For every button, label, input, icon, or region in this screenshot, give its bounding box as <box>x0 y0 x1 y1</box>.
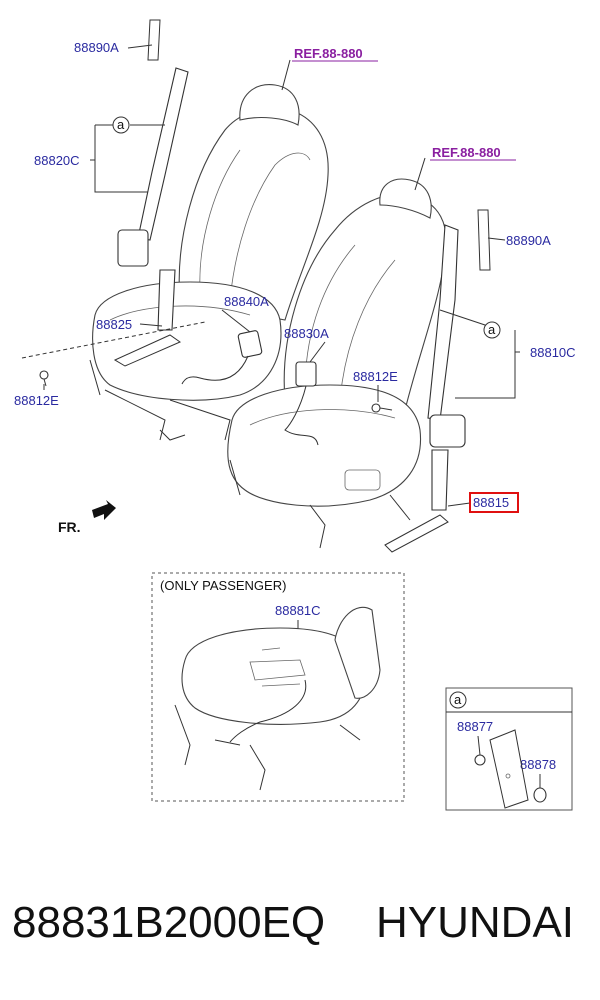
right-seat-belt <box>384 209 491 553</box>
label-88830A[interactable]: 88830A <box>284 326 329 341</box>
callout-a-3: a <box>454 692 462 707</box>
caption-brand: HYUNDAI <box>376 898 575 947</box>
label-88890A-left[interactable]: 88890A <box>74 40 119 55</box>
label-fr: FR. <box>58 519 81 535</box>
left-seat <box>89 84 329 441</box>
inset-passenger-title: (ONLY PASSENGER) <box>160 578 286 593</box>
left-seat-belt <box>113 19 189 367</box>
bolt-right <box>371 403 393 413</box>
left-buckle <box>181 330 263 385</box>
ref-right[interactable]: REF.88-880 <box>432 145 501 160</box>
label-88820C[interactable]: 88820C <box>34 153 80 168</box>
highlight-box-88815 <box>469 492 519 513</box>
inset-passenger: (ONLY PASSENGER) 88881C <box>151 572 405 802</box>
callout-a-1: a <box>117 117 125 132</box>
caption-part-number: 88831B2000EQ <box>12 898 326 947</box>
callout-a-2: a <box>488 322 496 337</box>
label-88825[interactable]: 88825 <box>96 317 132 332</box>
inset-detail-a: a 88877 88878 <box>445 687 573 811</box>
label-88815[interactable]: 88815 <box>473 495 509 510</box>
label-88890A-right[interactable]: 88890A <box>506 233 551 248</box>
ref-left[interactable]: REF.88-880 <box>294 46 363 61</box>
right-buckle <box>284 361 319 446</box>
label-88840A[interactable]: 88840A <box>224 294 269 309</box>
front-arrow-icon <box>92 500 116 520</box>
label-88812E-right[interactable]: 88812E <box>353 369 398 384</box>
label-88881C[interactable]: 88881C <box>275 603 321 618</box>
right-seat <box>227 178 447 549</box>
label-88878[interactable]: 88878 <box>520 757 556 772</box>
label-88877[interactable]: 88877 <box>457 719 493 734</box>
caption: 88831B2000EQ HYUNDAI <box>0 888 600 968</box>
label-88810C[interactable]: 88810C <box>530 345 576 360</box>
label-88812E-left[interactable]: 88812E <box>14 393 59 408</box>
bolt-left <box>39 370 49 387</box>
